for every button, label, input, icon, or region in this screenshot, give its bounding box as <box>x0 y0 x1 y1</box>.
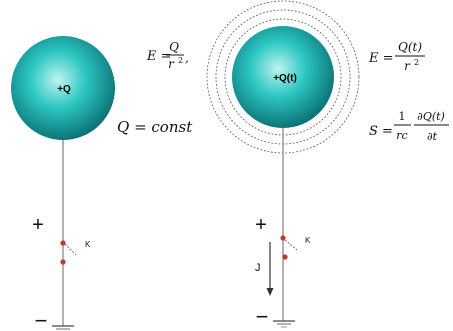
right-flux-equation: S = 1 rc ∂Q(t) ∂t <box>369 110 449 143</box>
left-eq-den: r <box>168 57 175 71</box>
left-switch-contact-top <box>60 240 66 246</box>
right-sphere <box>232 26 334 128</box>
right-switch-contact-top <box>280 235 286 241</box>
right-setup: +Q(t) E = Q(t) r 2 S = 1 rc ∂Q(t) ∂t K + <box>206 0 449 329</box>
right-eq2-den: rc <box>396 129 407 142</box>
current-label: J <box>255 262 261 274</box>
right-field-equation: E = Q(t) r 2 <box>368 40 425 73</box>
right-eq-lhs: E = <box>368 51 394 66</box>
left-minus-sign: − <box>35 308 48 331</box>
right-eq2-lhs: S = <box>369 124 393 139</box>
left-eq-den-exp: 2 <box>178 56 183 65</box>
left-setup: +Q E = Q r 2 , Q = const K + − <box>11 36 193 331</box>
left-plus-sign: + <box>32 214 44 236</box>
right-switch-blade <box>284 239 298 251</box>
left-charge-equation: Q = const <box>117 118 193 136</box>
right-switch-label: K <box>305 236 311 245</box>
right-eq-den: r <box>404 59 411 73</box>
right-eq2-dden: ∂t <box>427 130 438 143</box>
right-switch: K <box>280 235 311 260</box>
left-eq-trail: , <box>185 51 189 65</box>
left-switch-blade <box>64 243 77 256</box>
right-switch-contact-bottom <box>282 254 288 260</box>
left-switch-contact-bottom <box>60 259 66 265</box>
left-ground-symbol <box>52 325 74 330</box>
right-sphere-label: +Q(t) <box>273 73 297 84</box>
right-minus-sign: − <box>256 304 269 329</box>
left-sphere <box>11 36 115 140</box>
left-eq-lhs: E = <box>146 49 172 64</box>
right-plus-sign: + <box>255 214 267 236</box>
right-eq-den-exp: 2 <box>414 58 419 67</box>
right-eq-num: Q(t) <box>398 40 422 54</box>
left-sphere-label: +Q <box>57 84 71 95</box>
left-field-equation: E = Q r 2 , <box>146 40 189 71</box>
left-switch: K <box>60 240 91 265</box>
left-eq-num: Q <box>169 40 179 54</box>
right-eq2-dnum: ∂Q(t) <box>417 110 445 123</box>
right-eq2-num: 1 <box>399 110 406 123</box>
right-ground-symbol <box>273 320 295 328</box>
current-arrow <box>266 242 274 296</box>
left-switch-label: K <box>85 240 91 249</box>
